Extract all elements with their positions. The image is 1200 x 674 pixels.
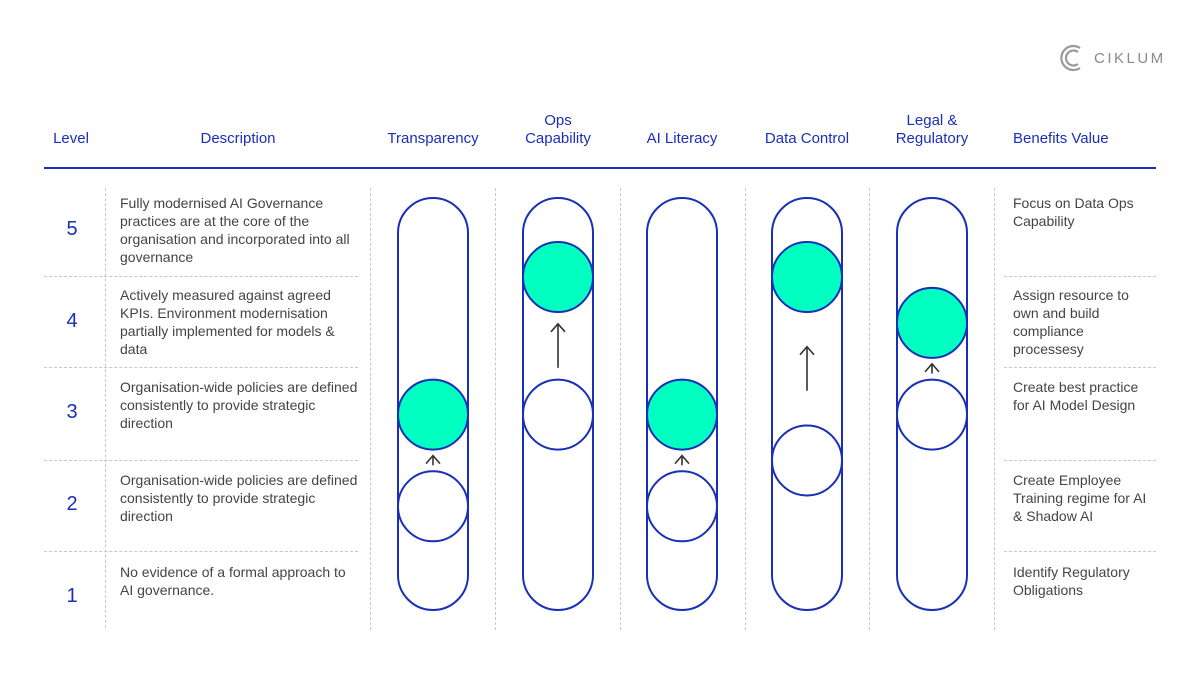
level-number: 5 xyxy=(66,218,78,240)
up-arrow-head-icon xyxy=(924,362,940,373)
header-legal-regulatory: Legal & Regulatory xyxy=(896,112,969,148)
maturity-track-legal_regulatory xyxy=(896,197,968,611)
current-level-marker-data_control xyxy=(771,424,843,497)
current-level-marker-legal_regulatory xyxy=(896,378,968,451)
column-divider xyxy=(370,188,371,630)
row-divider-right xyxy=(1004,460,1156,461)
column-divider xyxy=(994,188,995,630)
brand-name: CIKLUM xyxy=(1094,49,1166,67)
target-level-marker-transparency xyxy=(397,378,469,451)
header-data-control: Data Control xyxy=(764,130,850,147)
maturity-track-data_control xyxy=(771,197,843,611)
header-transparency: Transparency xyxy=(387,130,479,147)
column-divider xyxy=(869,188,870,630)
up-arrow-head-icon xyxy=(674,454,690,465)
benefit-value: Create best practice for AI Model Design xyxy=(1013,379,1139,413)
target-level-marker-ops_capability xyxy=(522,241,594,314)
header-level: Level xyxy=(53,130,89,147)
row-divider-right xyxy=(1004,276,1156,277)
current-level-marker-transparency xyxy=(397,470,469,543)
level-number: 1 xyxy=(66,585,78,607)
up-arrow-head-icon xyxy=(425,454,441,465)
header-legal-line1: Legal & xyxy=(906,112,958,129)
row-divider-right xyxy=(1004,551,1156,552)
maturity-track-ops_capability xyxy=(522,197,594,611)
benefit-value: Identify Regulatory Obligations xyxy=(1013,564,1130,598)
target-level-marker-ai_literacy xyxy=(646,378,718,451)
current-level-marker-ops_capability xyxy=(522,378,594,451)
level-number: 2 xyxy=(66,493,78,515)
header-ops-line2: Capability xyxy=(525,130,591,147)
ciklum-logo-icon xyxy=(1060,44,1081,72)
target-level-marker-legal_regulatory xyxy=(896,286,968,359)
benefit-value: Create Employee Training regime for AI &… xyxy=(1013,472,1147,524)
up-arrow-head-icon xyxy=(550,322,566,333)
maturity-track-transparency xyxy=(397,197,469,611)
level-description: No evidence of a formal approach to AI g… xyxy=(120,564,346,598)
header-legal-line2: Regulatory xyxy=(895,130,969,147)
level-description: Organisation-wide policies are defined c… xyxy=(120,472,358,524)
header-benefits-value: Benefits Value xyxy=(1013,130,1109,147)
column-divider xyxy=(620,188,621,630)
column-divider xyxy=(495,188,496,630)
row-divider-right xyxy=(1004,367,1156,368)
header-ai-literacy: AI Literacy xyxy=(646,130,718,147)
maturity-track-ai_literacy xyxy=(646,197,718,611)
column-divider xyxy=(745,188,746,630)
header-ops-capability: Ops Capability xyxy=(525,112,591,148)
row-divider-left xyxy=(44,276,358,277)
ciklum-logo: CIKLUM xyxy=(1058,42,1166,74)
row-divider-left xyxy=(44,551,358,552)
header-rule xyxy=(44,167,1156,169)
level-description: Fully modernised AI Governance practices… xyxy=(120,195,350,265)
benefit-value: Assign resource to own and build complia… xyxy=(1013,287,1129,357)
current-level-marker-ai_literacy xyxy=(646,470,718,543)
target-level-marker-data_control xyxy=(771,241,843,314)
column-divider xyxy=(105,188,106,628)
header-description: Description xyxy=(200,130,276,147)
level-description: Organisation-wide policies are defined c… xyxy=(120,379,358,431)
row-divider-left xyxy=(44,367,358,368)
up-arrow-head-icon xyxy=(799,345,815,356)
level-description: Actively measured against agreed KPIs. E… xyxy=(120,287,335,357)
header-ops-line1: Ops xyxy=(544,112,572,129)
level-number: 3 xyxy=(66,401,78,423)
benefit-value: Focus on Data Ops Capability xyxy=(1013,195,1134,229)
row-divider-left xyxy=(44,460,358,461)
level-number: 4 xyxy=(66,310,78,332)
